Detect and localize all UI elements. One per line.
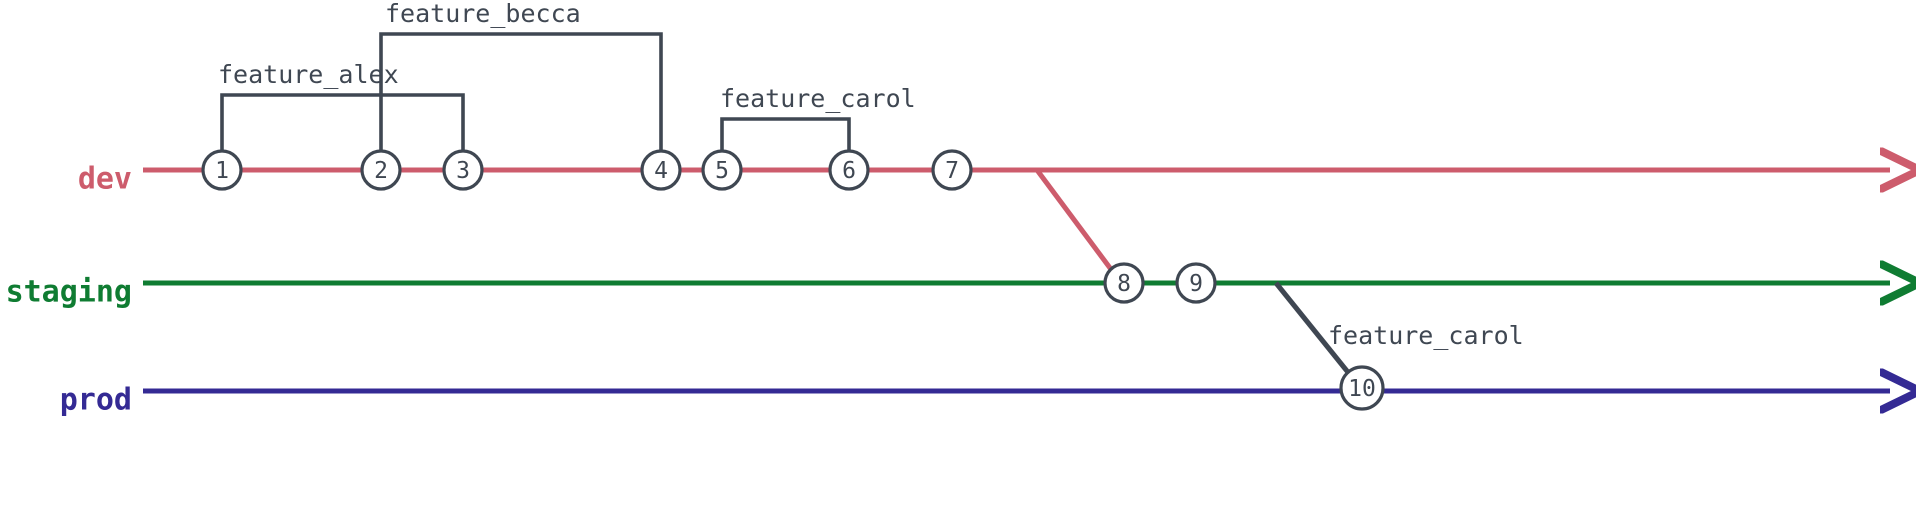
commit-number-10: 10 — [1348, 376, 1376, 402]
feature-labels: feature_alex feature_becca feature_carol… — [218, 0, 1524, 350]
commit-circle-9[interactable] — [1175, 262, 1217, 304]
commit-node[interactable]: 5 — [701, 149, 743, 191]
commit-node[interactable]: 10 — [1339, 365, 1385, 411]
commit-circle-2[interactable] — [360, 149, 402, 191]
commit-number-1: 1 — [215, 158, 229, 184]
commit-number-3: 3 — [456, 158, 470, 184]
commit-circle-10[interactable] — [1339, 365, 1385, 411]
commit-node[interactable]: 2 — [360, 149, 402, 191]
feature-label-becca: feature_becca — [385, 0, 581, 28]
feature-bracket-alex — [220, 93, 465, 170]
branch-label-dev: dev — [78, 162, 132, 197]
merge-lines — [1034, 168, 1353, 378]
feature-brackets — [220, 32, 851, 170]
commit-circle-5[interactable] — [701, 149, 743, 191]
feature-label-alex: feature_alex — [218, 60, 399, 89]
commit-node[interactable]: 6 — [828, 149, 870, 191]
commit-nodes: 1 2 3 4 5 6 7 — [201, 149, 1385, 411]
commit-number-5: 5 — [715, 158, 729, 184]
branch-name-labels: dev staging prod — [6, 162, 132, 418]
commit-circle-1[interactable] — [201, 149, 243, 191]
commit-number-9: 9 — [1189, 271, 1203, 297]
commit-number-2: 2 — [374, 158, 388, 184]
commit-number-7: 7 — [945, 158, 959, 184]
branch-label-prod: prod — [60, 383, 132, 418]
branch-label-staging: staging — [6, 275, 132, 310]
commit-node[interactable]: 9 — [1175, 262, 1217, 304]
commit-node[interactable]: 8 — [1103, 262, 1145, 304]
commit-node[interactable]: 3 — [442, 149, 484, 191]
feature-bracket-becca — [379, 32, 663, 170]
feature-label-carol-prod: feature_carol — [1328, 321, 1524, 350]
branch-lines — [143, 170, 1890, 391]
commit-node[interactable]: 7 — [931, 149, 973, 191]
feature-label-carol-dev: feature_carol — [720, 84, 916, 113]
commit-node[interactable]: 1 — [201, 149, 243, 191]
commit-circle-7[interactable] — [931, 149, 973, 191]
merge-line-staging-to-prod — [1274, 281, 1353, 378]
commit-circle-8[interactable] — [1103, 262, 1145, 304]
merge-line-dev-to-staging — [1034, 168, 1116, 274]
feature-bracket-carol-dev — [720, 117, 851, 170]
commit-number-6: 6 — [842, 158, 856, 184]
commit-circle-3[interactable] — [442, 149, 484, 191]
commit-node[interactable]: 4 — [640, 149, 682, 191]
commit-number-8: 8 — [1117, 271, 1131, 297]
commit-circle-4[interactable] — [640, 149, 682, 191]
commit-number-4: 4 — [654, 158, 668, 184]
commit-circle-6[interactable] — [828, 149, 870, 191]
